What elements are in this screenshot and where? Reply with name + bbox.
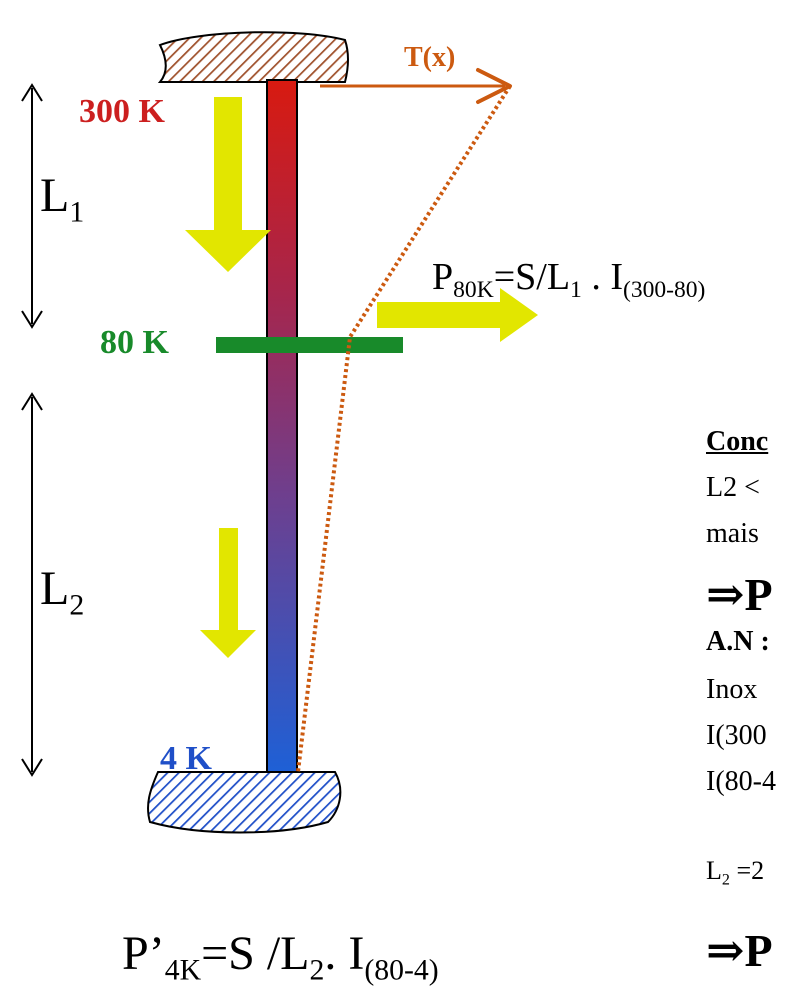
heat-flow-arrow-3 xyxy=(377,288,538,342)
l1-dimension-arrow xyxy=(21,83,43,329)
top-support-hatched xyxy=(157,31,349,83)
temp-label-4k: 4 K xyxy=(160,740,212,777)
heat-flow-arrow-2 xyxy=(200,528,256,658)
l2-label: L2 xyxy=(40,562,85,622)
conclusion-l2: L2 =2 xyxy=(706,856,765,889)
conclusion-i1: I(300 xyxy=(706,720,767,751)
thermal-rod xyxy=(266,79,298,773)
tx-label: T(x) xyxy=(404,42,456,73)
conclusion-heading: Conc xyxy=(706,426,769,457)
conclusion-an: A.N : xyxy=(706,626,770,657)
l2-dimension-arrow xyxy=(21,392,43,777)
bottom-support-hatched xyxy=(147,771,342,834)
conclusion-inox: Inox xyxy=(706,674,758,705)
l1-label: L1 xyxy=(40,169,85,229)
temp-label-80k: 80 K xyxy=(100,324,169,361)
formula-p80k: P80K=S/L1 . I(300-80) xyxy=(432,256,706,304)
conclusion-implies-1: ⇒P xyxy=(706,569,773,620)
conclusion-implies-2: ⇒P xyxy=(706,925,773,976)
conclusion-line-1: L2 < xyxy=(706,472,760,503)
conclusion-line-2: mais xyxy=(706,518,759,549)
conclusion-i2: I(80-4 xyxy=(706,766,776,797)
tx-profile-curve xyxy=(296,84,512,773)
temp-label-300k: 300 K xyxy=(79,93,165,130)
heat-flow-arrow-1 xyxy=(185,97,271,272)
anchor-bar-80k xyxy=(216,337,403,353)
formula-p4k: P’4K=S /L2. I(80-4) xyxy=(122,927,439,987)
